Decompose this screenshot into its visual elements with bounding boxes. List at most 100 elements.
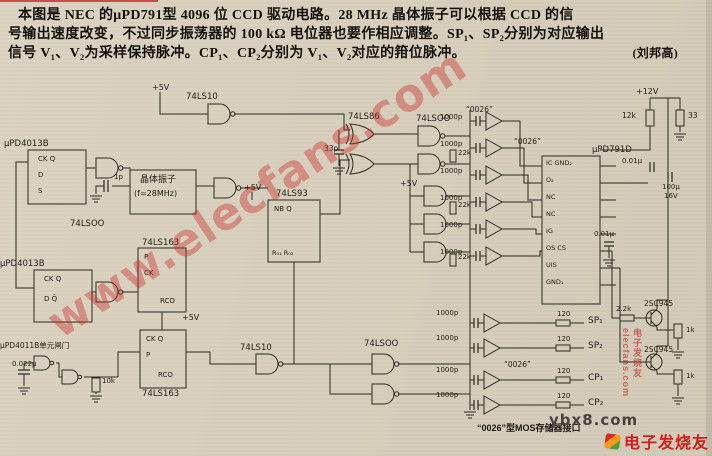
ic-box-74ls163-2 [139,329,187,389]
output-label-sp2: SP₂ [588,341,603,351]
logo-text: 电子发烧友 [623,435,709,452]
pin-label: RCO [160,297,175,305]
pin-label: S [38,187,43,195]
capacitor-label-1000p: 1000p [436,366,459,374]
ic-label-upd4011b: μPD4011B单元闸门 [0,341,70,350]
ic-label-74ls10: 74LS10 [240,343,272,353]
capacitor-label-1000p: 1000p [436,334,459,342]
ic-label-74ls00: 74LSOO [70,219,105,229]
ic-box-upd4013b-2 [33,269,93,323]
ic-label-74ls163: 74LS163 [142,238,180,248]
capacitor-label: 16V [664,192,678,200]
capacitor-label-1000p: 1000p [436,391,459,399]
capacitor-label-1000p: 1000p [440,221,463,229]
figure-caption: “0026”型MOS存储器接口 [477,423,581,433]
ic-label-upd4013b: μPD4013B [4,139,49,149]
ic-label-0026: “0026” [504,360,531,369]
output-label-cp1: CP₁ [588,373,604,383]
power-label-5v: +5V [182,313,200,322]
transistor-label-2sc945: 2SC945 [644,345,674,354]
ic-label-74ls93: 74LS93 [276,189,308,199]
resistor-label-120: 120 [557,367,571,375]
pin-label: CK Q [38,155,56,163]
capacitor-label: 1p [114,173,123,181]
resistor-label-120: 120 [557,392,571,400]
ic-label-0026: “0026” [466,105,493,114]
elecfans-logo: 电子发烧友 [604,429,709,453]
power-label-12v: +12V [636,87,659,96]
resistor-label-22k: 22k [458,253,471,261]
description-line-2: 号输出速度改变，不过同步振荡器的 100 kΩ 电位器也要作相应调整。SP₁、S… [8,27,605,42]
power-label-5v: +5V [244,183,262,192]
pin-label: GND₁ [546,278,564,286]
description-line-3: 信号 V₁、V₂为采样保持脉冲。CP₁、CP₂分别为 V₁、V₂对应的箝位脉冲。 [8,46,466,61]
crystal-label: 晶体振子 [140,175,177,185]
resistor-label-1k: 1k [686,372,695,380]
capacitor-label-1000p: 1000p [440,248,463,256]
pin-label: P [144,253,149,261]
ic-label-74ls86: 74LS86 [348,112,380,122]
ground-symbols [18,133,686,419]
capacitor-label-1000p: 1000p [436,309,459,317]
pin-label: R₀₁ R₀₂ [272,249,294,257]
resistor-label-22k: 22k [458,201,471,209]
capacitor-label: 0.022μ [12,360,37,368]
transistor-label-2sc945: 2SC945 [644,299,674,308]
capacitor-label: 0.01μ [622,157,643,165]
resistor-label-1k: 1k [686,326,695,334]
pin-label: CK Q [146,335,164,343]
description-paragraph: 本图是 NEC 的μPD791型 4096 位 CCD 驱动电路。28 MHz … [8,6,706,63]
pin-label: IG [546,227,553,235]
pin-label: OS CS [546,244,566,252]
ic-label-74ls00: 74LSOO [416,114,451,124]
author-credit: (刘邦高) [632,46,678,60]
pin-label: P [146,351,151,359]
power-label-5v: +5V [152,83,170,92]
ic-label-74ls163: 74LS163 [142,389,180,399]
power-label-5v: +5V [400,179,418,188]
capacitor-label-33p: 33p [324,144,339,153]
capacitor-label-1000p: 1000p [440,194,463,202]
resistor-label-120: 120 [557,335,571,343]
scan-artifact-line [0,0,158,2]
resistor-label-33: 33 [688,111,698,120]
ic-box-crystal-oscillator [129,169,197,215]
ic-box-upd4013b-1 [27,149,87,205]
pin-label: O₂ [546,176,554,184]
logo-icon [604,432,621,450]
pin-label: RCO [158,371,173,379]
resistor-label-10k: 10k [102,377,115,385]
pin-label: D Q̄ [44,295,58,303]
ic-label-upd791d: μPD791D [592,145,632,155]
watermark-center: ybx8.com [549,411,639,429]
capacitor-label: 0.01μ [594,230,615,238]
watermark-vertical-stamp: 电子发烧友 elecfans.com [621,328,642,398]
pin-label: CK [144,269,154,277]
ic-label-74ls10: 74LS10 [186,92,218,102]
ic-label-0026: “0026” [514,137,541,146]
crystal-freq-label: (f=28MHz) [134,189,178,198]
pin-label: UIS [546,261,557,269]
output-label-sp1: SP₁ [588,316,603,326]
output-label-cp2: CP₂ [588,398,604,408]
wires [15,92,681,410]
ic-label-74ls00: 74LSOO [364,339,399,349]
description-line-1: 本图是 NEC 的μPD791型 4096 位 CCD 驱动电路。28 MHz … [18,8,574,23]
capacitor-label-1000p: 1000p [440,140,463,148]
scan-edge-shadow [706,0,712,456]
capacitor-label: 100μ [662,183,680,191]
pin-label: NC [546,193,556,201]
resistor-label-12k: 12k [622,111,636,120]
capacitor-label-1000p: 1000p [440,167,463,175]
resistor-label-120: 120 [557,310,571,318]
pin-label: NB Q [274,205,292,213]
resistor-label-22k: 22k [458,149,471,157]
resistor-label-2-2k: 2.2k [616,305,632,313]
pin-label: NC [546,210,556,218]
pin-label: IC GND₂ [546,159,573,167]
xor-gates [345,123,375,175]
pin-label: CK Q [44,275,62,283]
